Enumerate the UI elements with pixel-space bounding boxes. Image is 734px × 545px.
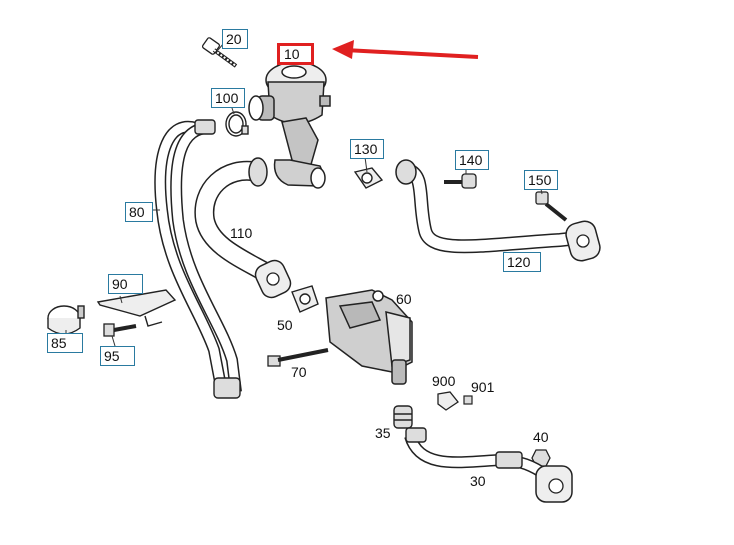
part-label-150: 150: [524, 170, 558, 190]
bolt-140-part: [444, 173, 477, 189]
part-label-900: 900: [432, 373, 456, 389]
gasket-130-part: [353, 167, 384, 189]
pipe-80-part: [154, 119, 242, 399]
clamp-100-part: [225, 111, 249, 137]
part-label-140: 140: [455, 150, 489, 170]
highlight-arrow: [332, 40, 479, 59]
part-label-60: 60: [396, 291, 412, 307]
connector-900-part: [437, 391, 459, 411]
gasket-50-part: [291, 285, 319, 313]
pipe-120-part: [395, 159, 601, 262]
part-label-100: 100: [211, 88, 245, 108]
part-label-85: 85: [47, 333, 83, 353]
clamp-85-part: [47, 305, 85, 335]
bolt-95-part: [103, 323, 137, 337]
part-label-110: 110: [230, 225, 253, 241]
part-label-120: 120: [503, 252, 541, 272]
bracket-90-part: [96, 289, 177, 327]
part-label-901: 901: [471, 379, 495, 395]
pipe-110-part: [194, 157, 292, 299]
pipe-30-part: [404, 427, 573, 503]
part-label-95: 95: [100, 346, 135, 366]
pin-901-part: [463, 395, 473, 405]
egr-valve-10-part: [248, 61, 331, 189]
part-label-30: 30: [470, 473, 486, 489]
part-label-130: 130: [350, 139, 384, 159]
fitting-35-part: [393, 405, 413, 429]
part-label-80: 80: [125, 202, 153, 222]
egr-unit-60-part: [325, 289, 413, 385]
bolt-20-part: [201, 37, 238, 68]
part-label-35: 35: [375, 425, 391, 441]
part-label-50: 50: [277, 317, 293, 333]
part-label-70: 70: [291, 364, 307, 380]
part-label-90: 90: [108, 274, 143, 294]
bolt-70-part: [267, 348, 329, 367]
part-label-10: 10: [277, 43, 314, 65]
part-label-40: 40: [533, 429, 549, 445]
bolt-150-part: [535, 191, 568, 222]
part-label-20: 20: [222, 29, 248, 49]
